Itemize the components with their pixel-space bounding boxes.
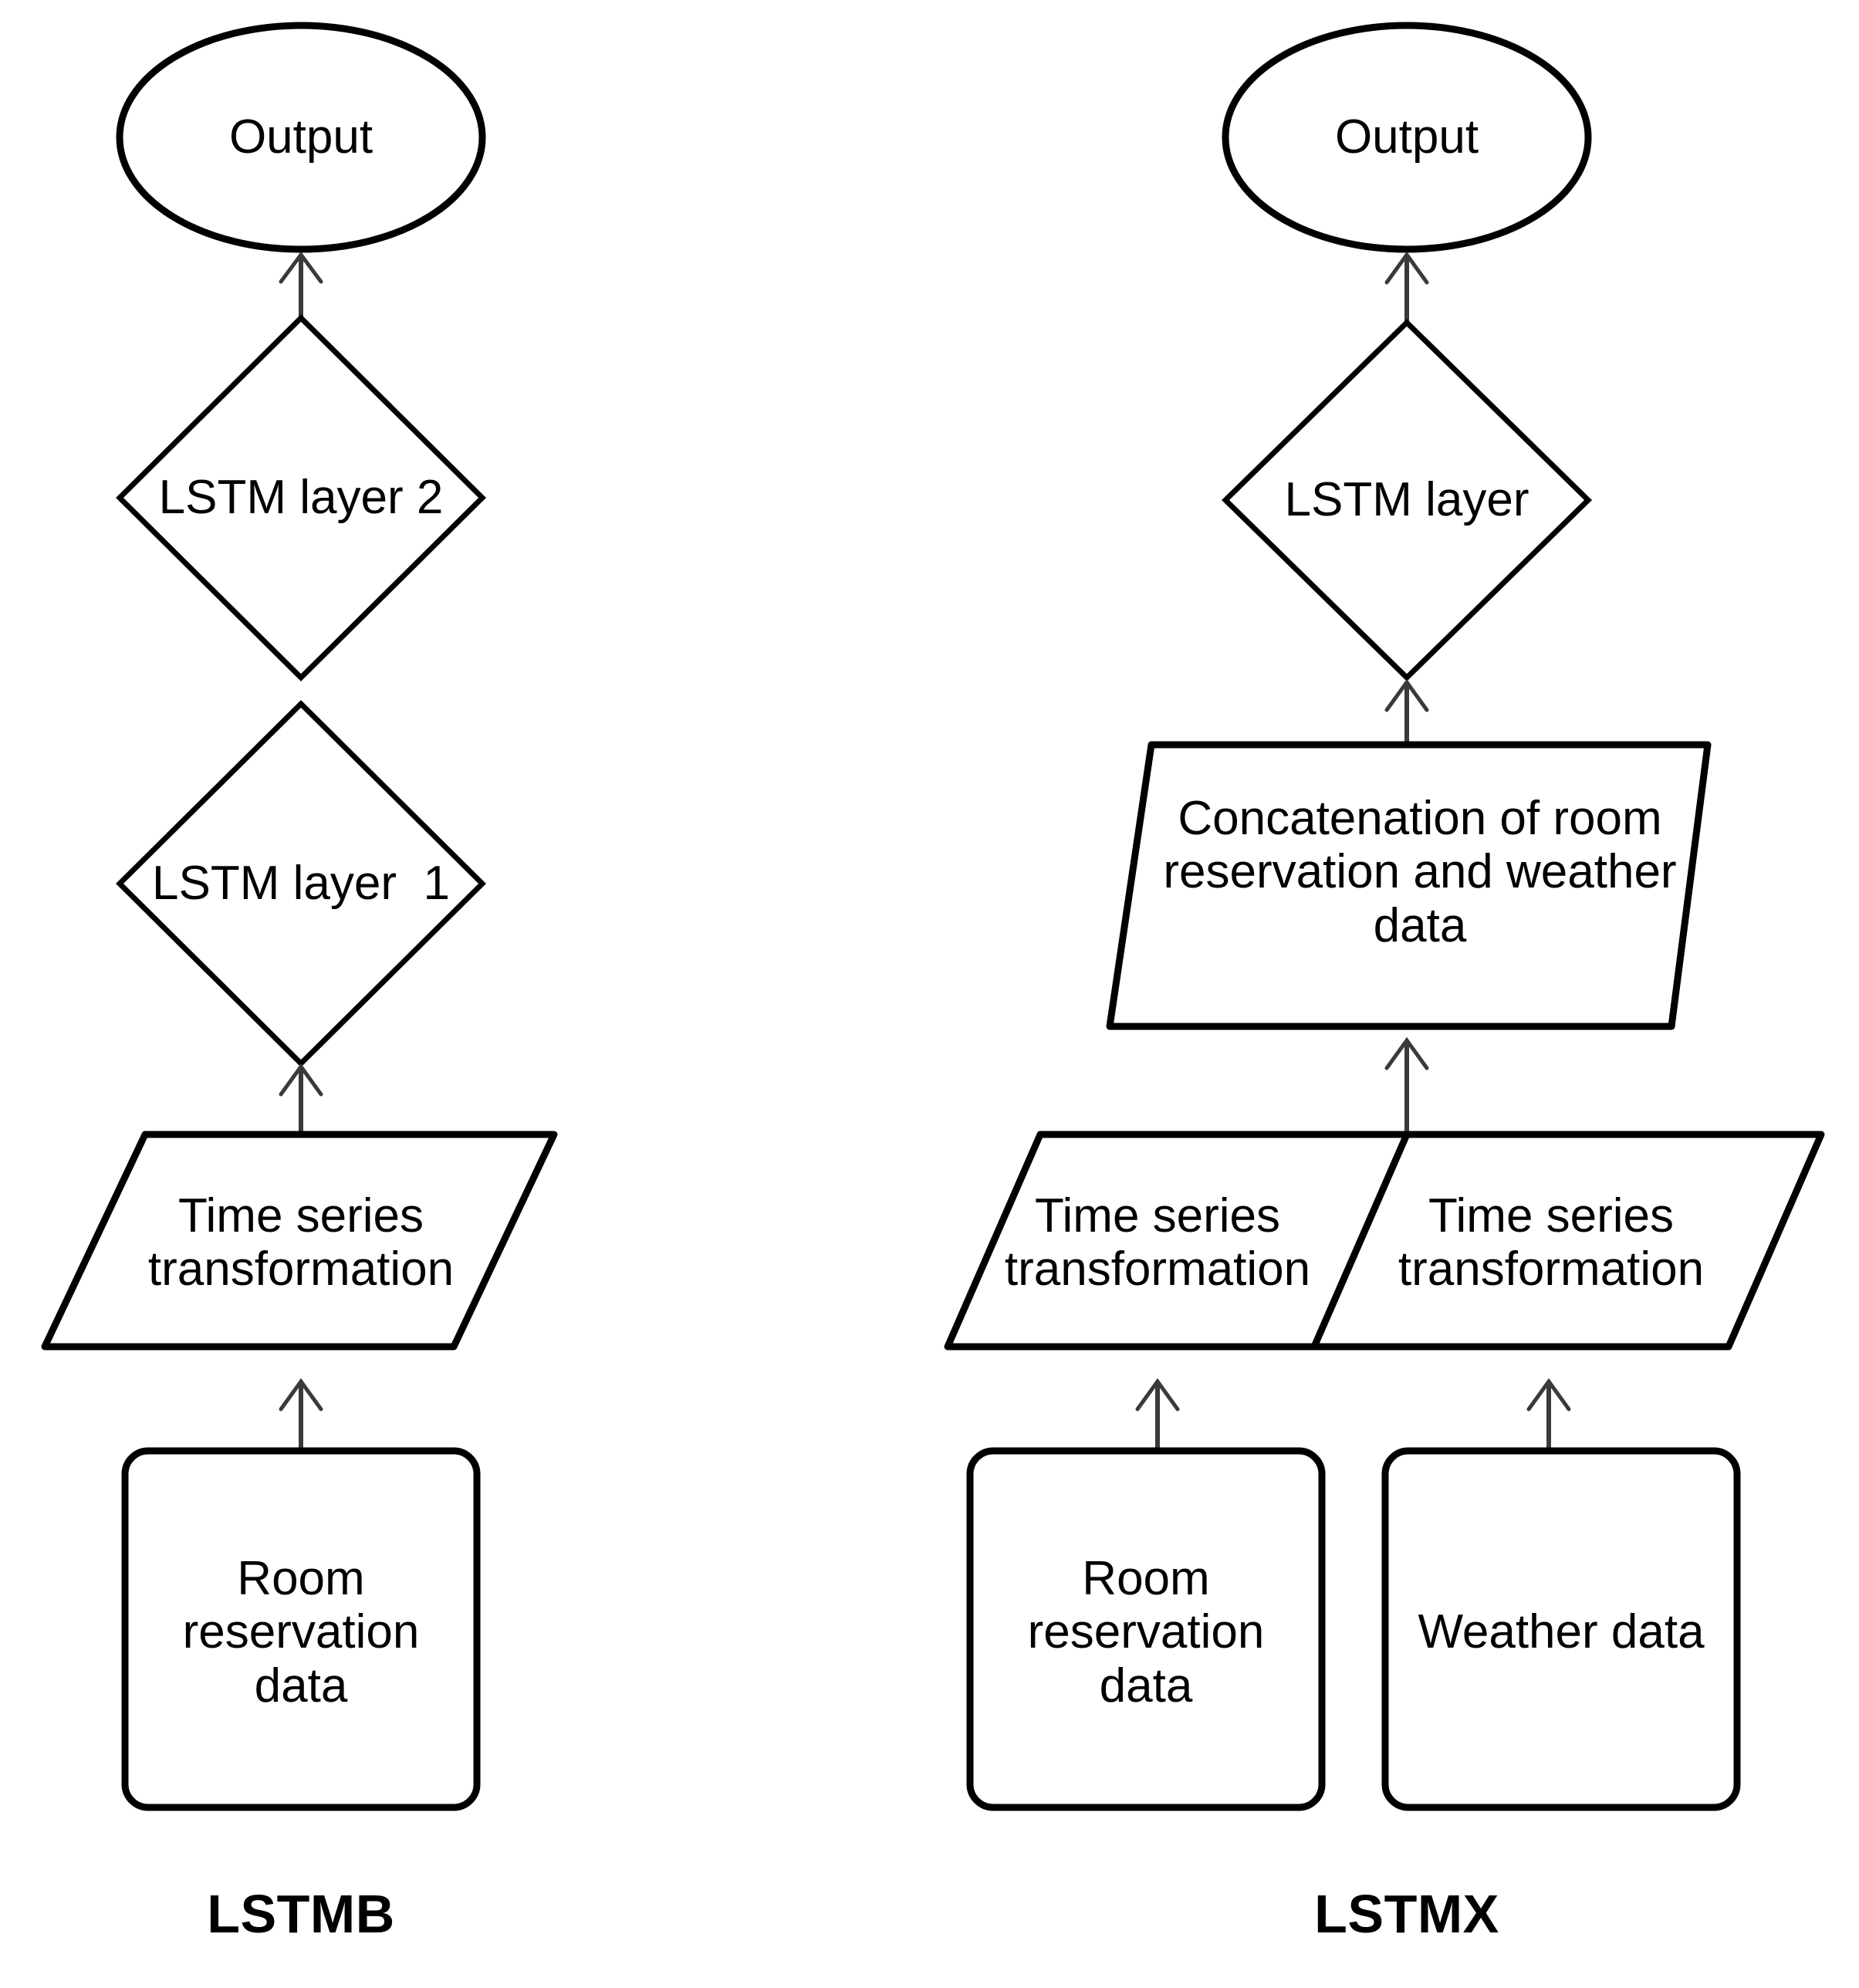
- lstmx-caption: LSTMX: [1314, 1884, 1499, 1944]
- lstmx-room-reservation-data-box: [966, 1447, 1326, 1811]
- lstmb-caption: LSTMB: [207, 1884, 395, 1944]
- lstmb-arrow-data-to-transform-head: [279, 1378, 323, 1412]
- lstmb-arrow-transform-to-layer1-head: [279, 1063, 323, 1097]
- lstmb-lstm-layer-2-diamond: [116, 314, 486, 681]
- lstmx-concatenation-parallelogram: [1106, 741, 1712, 1030]
- lstmb-time-series-transformation-parallelogram: [41, 1131, 558, 1351]
- lstmb-lstm-layer-1-diamond: [116, 700, 486, 1067]
- lstmx-arrow-room-data-to-transform-head: [1135, 1378, 1180, 1412]
- lstmx-output-ellipse: [1222, 22, 1592, 253]
- lstmb-arrow-layer2-to-output-head: [279, 251, 323, 284]
- lstmx-arrow-layer-to-output-head: [1384, 251, 1429, 285]
- lstmx-lstm-layer-diamond: [1221, 319, 1593, 681]
- lstmx-arrow-transform-to-concat-head: [1384, 1036, 1429, 1070]
- lstmx-time-series-transformation-right-parallelogram: [1310, 1131, 1825, 1351]
- lstmx-arrow-concat-to-layer-head: [1384, 678, 1429, 712]
- lstmx-weather-data-box: [1381, 1447, 1741, 1811]
- lstmb-output-ellipse: [116, 22, 486, 253]
- lstmb-room-reservation-data-box: [121, 1447, 481, 1811]
- lstmx-arrow-weather-data-to-transform-head: [1526, 1378, 1571, 1412]
